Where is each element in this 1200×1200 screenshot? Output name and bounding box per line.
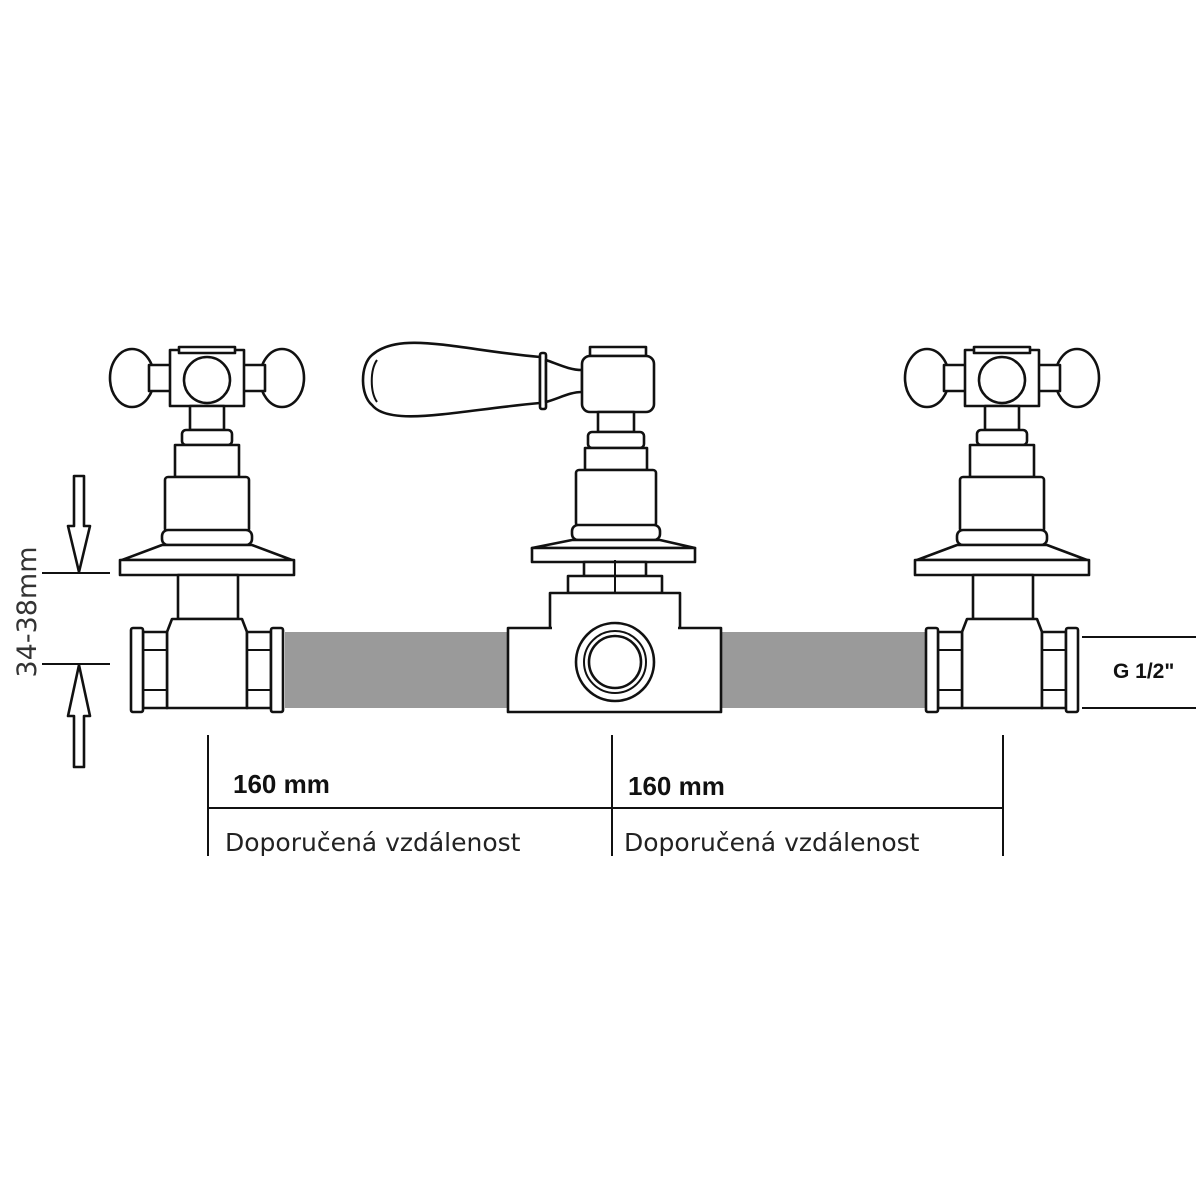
height-dimension: 34-38mm [12,474,110,769]
spacing-dimensions: 160 mm Doporučená vzdálenost 160 mm Dopo… [207,735,1004,857]
spacing-right-note: Doporučená vzdálenost [624,828,920,857]
thread-dimension: G 1/2" [1082,636,1196,709]
pipe-right [719,632,927,708]
spacing-right-distance: 160 mm [628,771,725,801]
pipe-left [285,632,511,708]
center-lever-diverter [361,341,723,714]
arrow-down-icon [66,474,92,574]
height-dimension-label: 34-38mm [12,546,43,677]
arrow-up-icon [66,663,92,769]
spacing-left-distance: 160 mm [233,769,330,799]
right-cross-handle-valve [903,345,1101,714]
left-cross-handle-valve [108,345,306,714]
spacing-left-note: Doporučená vzdálenost [225,828,521,857]
thread-label: G 1/2" [1113,660,1174,683]
